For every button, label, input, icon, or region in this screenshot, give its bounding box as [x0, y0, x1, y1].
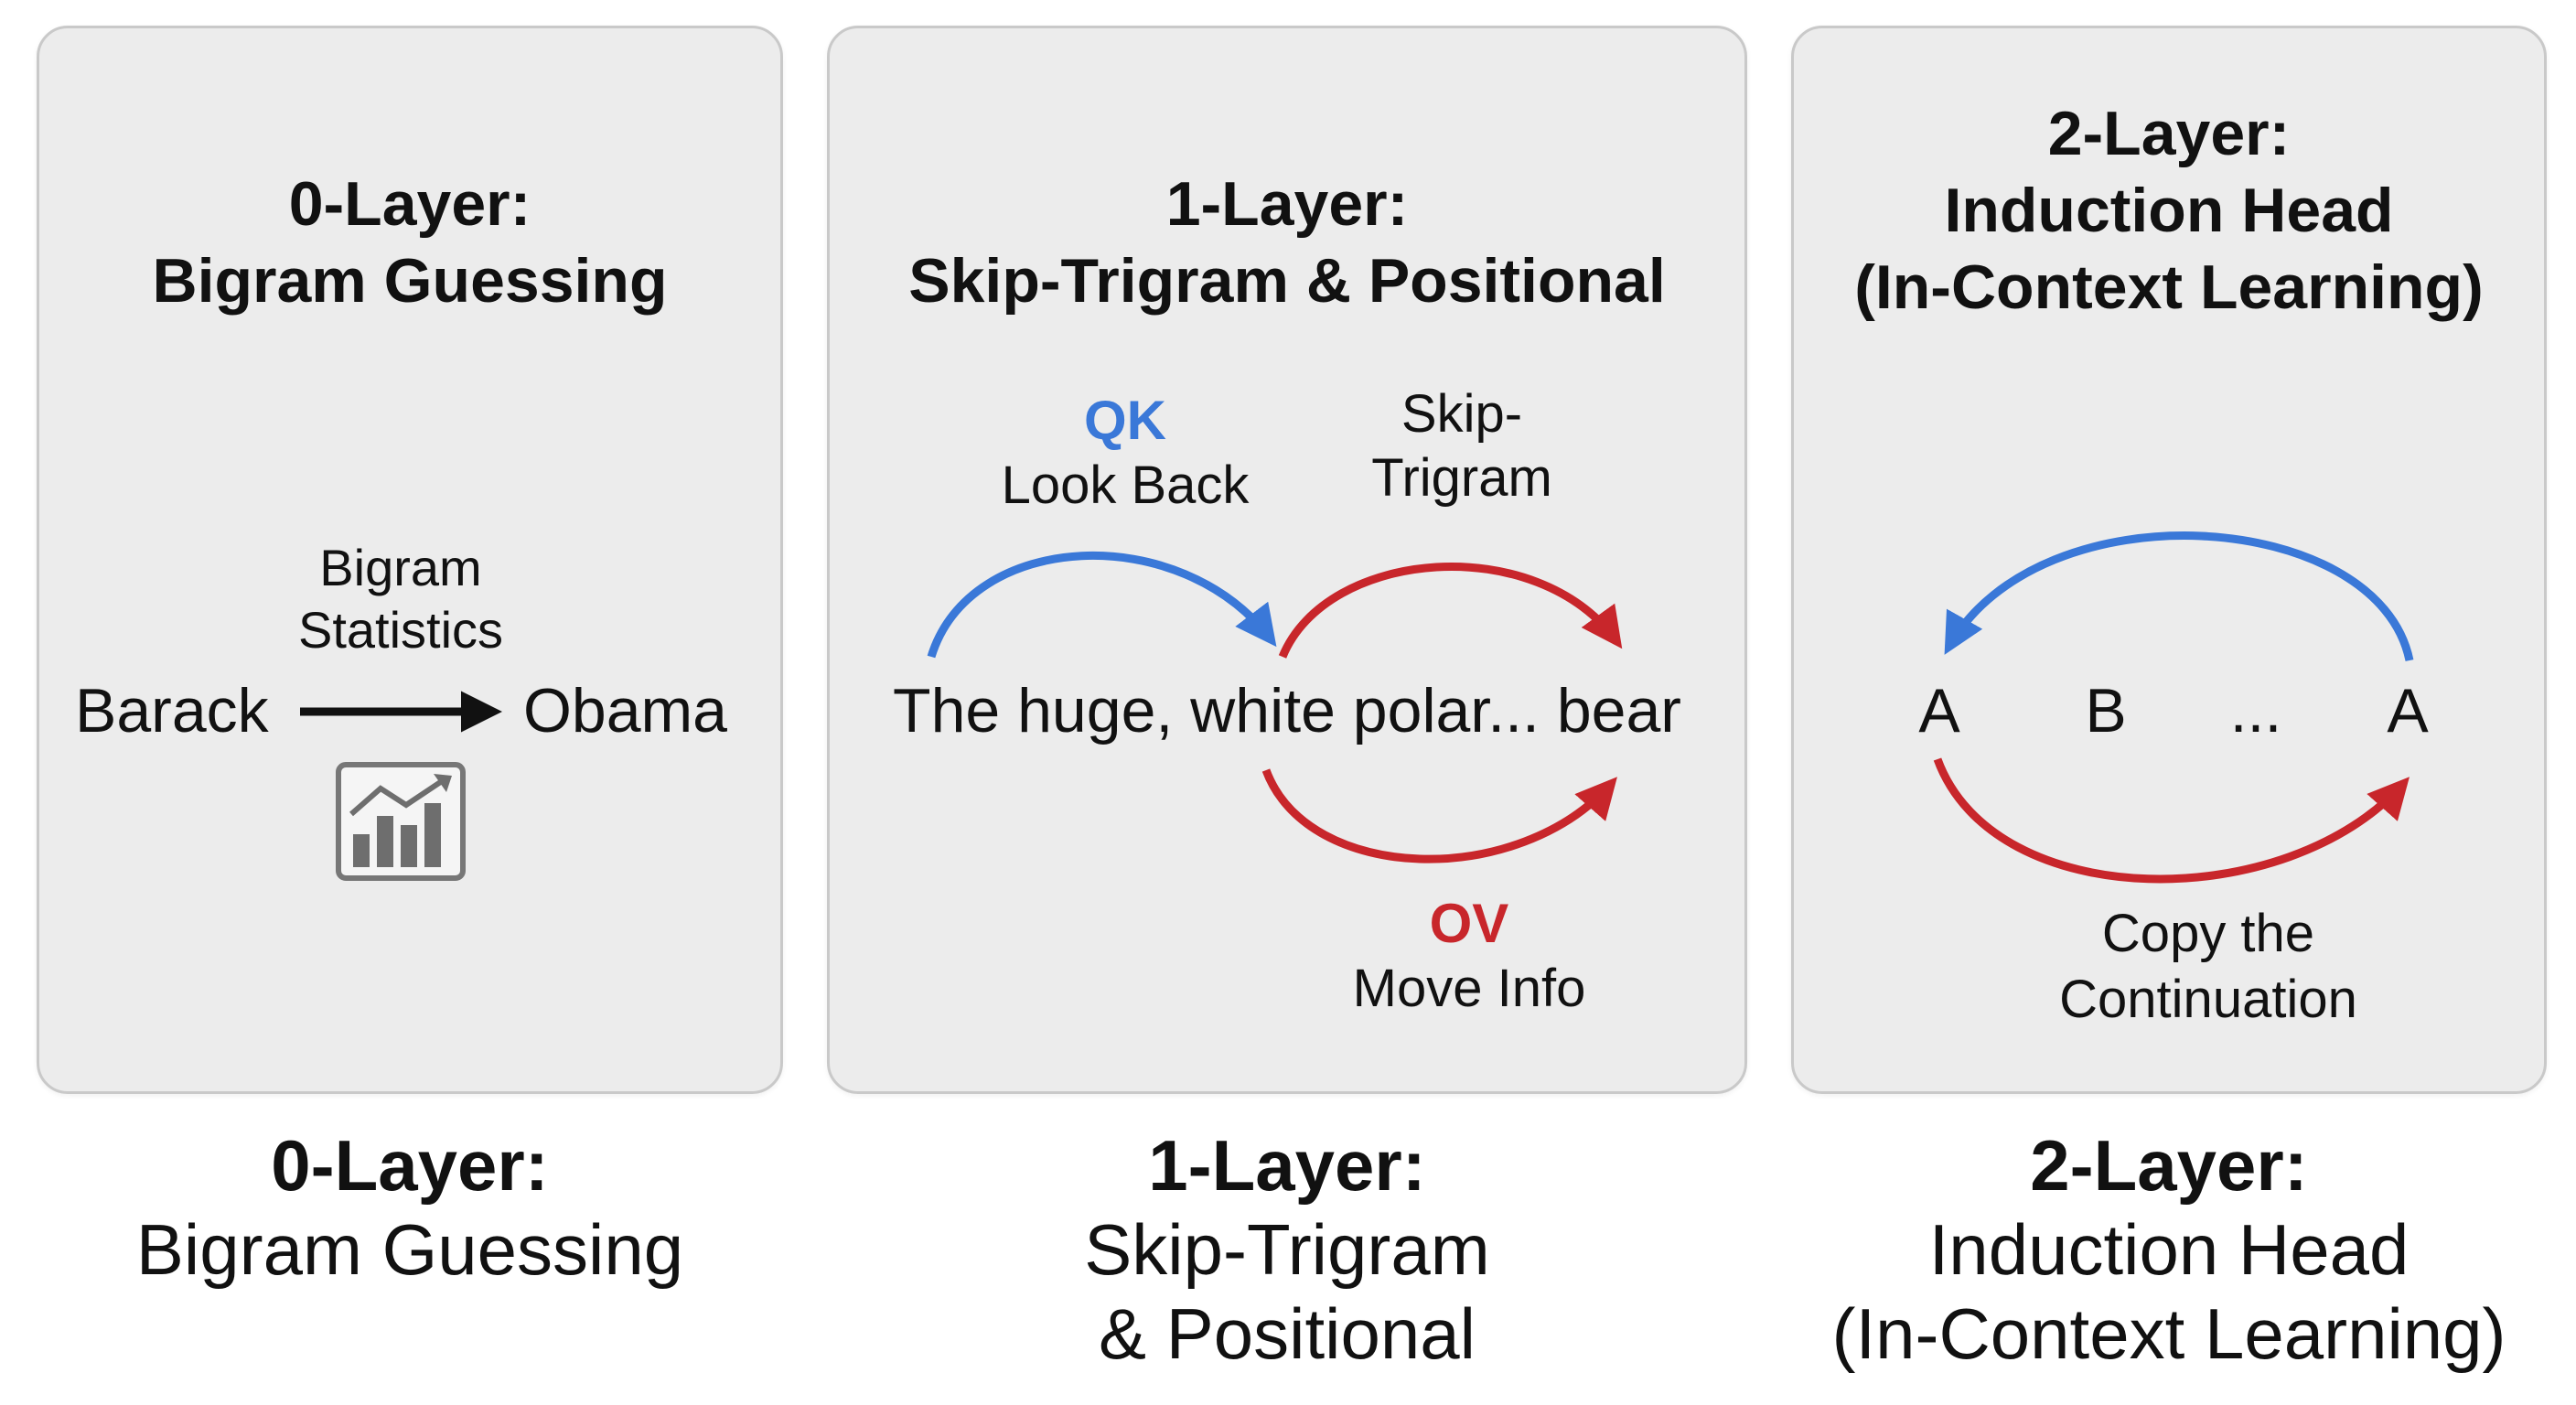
- panel-2-layer: 2-Layer: Induction Head (In-Context Lear…: [1791, 26, 2547, 1094]
- panel-title-line2: Bigram Guessing: [152, 246, 668, 316]
- bigram-diagram: Bigram Statistics Barack Obama: [75, 539, 727, 881]
- skip-trigram-line1: Skip-: [1401, 384, 1522, 444]
- panel-0-layer: 0-Layer: Bigram Guessing: [37, 26, 783, 1094]
- caption-0-layer: 0-Layer: Bigram Guessing: [37, 1123, 783, 1292]
- token-b: B: [2085, 676, 2126, 745]
- panel-title-line3: (In-Context Learning): [1854, 252, 2484, 322]
- caption-1-layer: 1-Layer: Skip-Trigram & Positional: [827, 1123, 1747, 1376]
- panel-1-layer: 1-Layer: Skip-Trigram & Positional: [827, 26, 1747, 1094]
- qk-description: Look Back: [1002, 456, 1250, 515]
- copy-arrow: [1933, 757, 2410, 884]
- ov-arrow: [1261, 768, 1617, 863]
- token-barack: Barack: [75, 676, 270, 745]
- skip-trigram-diagram: QK Look Back Skip- Trigram The huge, whi…: [893, 384, 1681, 1018]
- caption-line2: Skip-Trigram: [1084, 1209, 1490, 1290]
- ov-description: Move Info: [1353, 959, 1586, 1018]
- skip-trigram-line2: Trigram: [1371, 448, 1552, 508]
- bigram-label-line2: Statistics: [298, 601, 503, 659]
- skip-trigram-arrow: [1278, 563, 1623, 659]
- caption-line3: & Positional: [1099, 1293, 1476, 1374]
- panel-title: 0-Layer: Bigram Guessing: [39, 166, 780, 319]
- panel-title-line1: 2-Layer:: [2047, 99, 2291, 168]
- token-obama: Obama: [523, 676, 727, 745]
- qk-label: QK: [1084, 390, 1166, 451]
- token-ellipsis: ...: [2230, 676, 2282, 745]
- panel-title: 2-Layer: Induction Head (In-Context Lear…: [1794, 95, 2544, 326]
- panel-title-line2: Skip-Trigram & Positional: [908, 246, 1666, 316]
- copy-label-line2: Continuation: [2059, 970, 2357, 1029]
- caption-line2: Induction Head: [1928, 1209, 2410, 1290]
- panel-title-line2: Induction Head: [1944, 176, 2394, 245]
- token-a-first: A: [1918, 676, 1960, 745]
- induction-head-diagram: A B ... A Copy the Continuation: [1918, 531, 2429, 1029]
- qk-arrow: [927, 552, 1277, 659]
- caption-line1: 0-Layer:: [271, 1125, 549, 1206]
- attend-back-arrow: [1944, 531, 2414, 661]
- token-a-second: A: [2387, 676, 2429, 745]
- caption-2-layer: 2-Layer: Induction Head (In-Context Lear…: [1791, 1123, 2547, 1376]
- sentence: The huge, white polar... bear: [893, 676, 1681, 745]
- bar-chart-trend-icon: [336, 762, 466, 881]
- caption-line2: Bigram Guessing: [135, 1209, 684, 1290]
- panel-title-line1: 1-Layer:: [1165, 169, 1409, 239]
- copy-label-line1: Copy the: [2102, 904, 2314, 963]
- caption-line1: 2-Layer:: [2030, 1125, 2308, 1206]
- panel-title: 1-Layer: Skip-Trigram & Positional: [830, 166, 1744, 319]
- caption-line1: 1-Layer:: [1148, 1125, 1426, 1206]
- bigram-label-line1: Bigram: [319, 539, 481, 596]
- ov-label: OV: [1430, 893, 1509, 954]
- caption-line3: (In-Context Learning): [1831, 1293, 2506, 1374]
- panel-title-line1: 0-Layer:: [288, 169, 531, 239]
